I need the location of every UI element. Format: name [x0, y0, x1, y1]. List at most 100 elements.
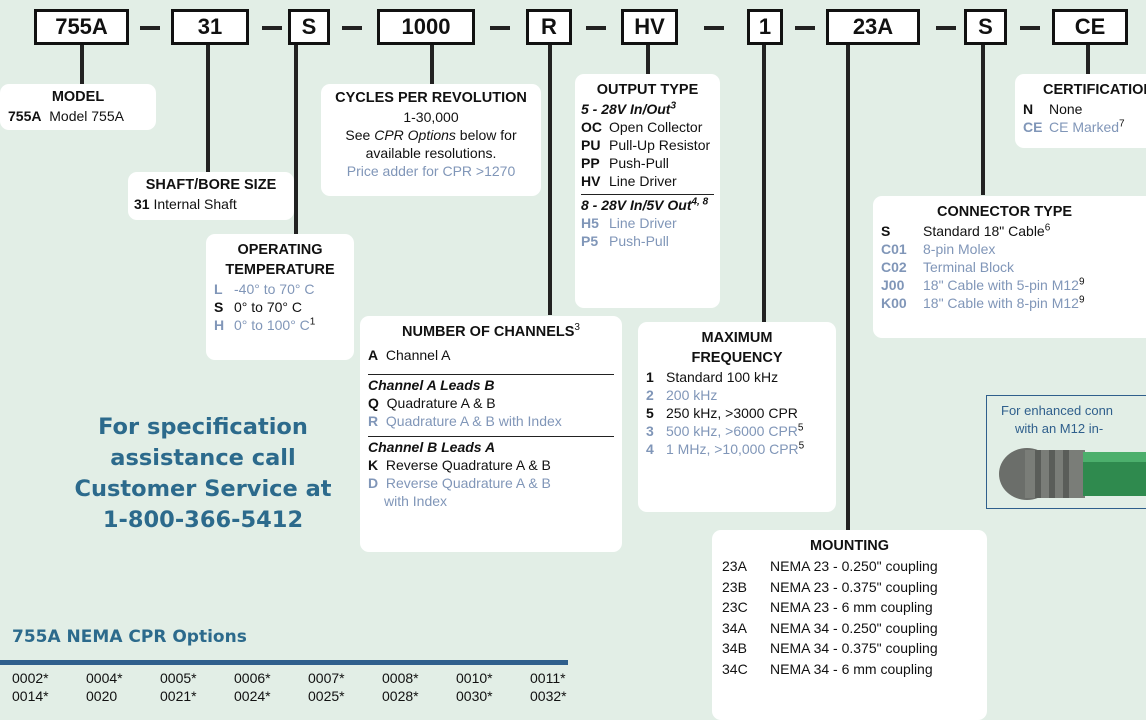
channel-option-cont: with Index — [384, 493, 448, 509]
channel-option: A Channel A — [368, 347, 451, 363]
cpr-box: CYCLES PER REVOLUTION 1-30,000 See CPR O… — [321, 84, 541, 196]
connector-line — [846, 45, 850, 532]
connector-line — [646, 45, 650, 75]
temperature-heading: OPERATING — [237, 242, 323, 258]
temperature-heading: TEMPERATURE — [225, 262, 335, 278]
model-box: MODEL 755A Model 755A — [0, 84, 156, 130]
shaft-text: Internal Shaft — [153, 196, 237, 212]
code-connector: S — [964, 9, 1007, 45]
output-subheading: 5 - 28V In/Out3 — [581, 100, 677, 117]
model-heading: MODEL — [51, 89, 105, 105]
channel-option: D Reverse Quadrature A & B — [368, 475, 551, 491]
output-heading: OUTPUT TYPE — [596, 82, 699, 98]
promo-text: For enhanced conn — [1001, 403, 1114, 418]
separator-dash — [342, 26, 362, 30]
cpr-see: See CPR Options below for — [345, 127, 517, 143]
channel-option: Q Quadrature A & B — [368, 395, 496, 411]
channels-heading: NUMBER OF CHANNELS3 — [402, 322, 580, 340]
code-channels: R — [526, 9, 572, 45]
cpr-heading: CYCLES PER REVOLUTION — [335, 90, 527, 106]
code-mounting: 23A — [826, 9, 920, 45]
code-frequency: 1 — [747, 9, 783, 45]
channel-option: R Quadrature A & B with Index — [368, 413, 562, 429]
code-shaft: 31 — [171, 9, 249, 45]
m12-promo: For enhanced conn with an M12 in- — [986, 395, 1146, 509]
promo-text: with an M12 in- — [1015, 421, 1104, 436]
mounting-heading: MOUNTING — [810, 538, 889, 554]
separator-dash — [1020, 26, 1040, 30]
separator-dash — [490, 26, 510, 30]
cpr-range: 1-30,000 — [403, 109, 459, 125]
model-code: 755A — [8, 108, 42, 124]
shaft-box: SHAFT/BORE SIZE 31 Internal Shaft — [128, 172, 294, 220]
connector-line — [294, 45, 298, 235]
separator-dash — [795, 26, 815, 30]
frequency-heading: MAXIMUM — [701, 330, 773, 346]
phone-number[interactable]: 1-800-366-5412 — [102, 507, 304, 533]
certification-heading: CERTIFICATION — [1043, 82, 1146, 98]
code-output: HV — [621, 9, 678, 45]
shaft-heading: SHAFT/BORE SIZE — [145, 177, 277, 193]
code-certification: CE — [1052, 9, 1128, 45]
customer-service-callout: For specification assistance call Custom… — [38, 412, 368, 536]
cpr-options-title: 755A NEMA CPR Options — [12, 627, 247, 647]
separator-dash — [586, 26, 606, 30]
cpr-options-row: 0002*0004*0005*0006*0007*0008*0010*0011* — [12, 670, 566, 686]
frequency-heading: FREQUENCY — [691, 350, 783, 366]
connector-line — [1086, 45, 1090, 75]
separator-dash — [936, 26, 956, 30]
cpr-available: available resolutions. — [365, 145, 497, 161]
title-underline — [0, 660, 568, 665]
channels-subheading: Channel B Leads A — [368, 439, 496, 455]
cpr-price-adder: Price adder for CPR >1270 — [346, 163, 516, 179]
connector-line — [762, 45, 766, 325]
channels-subheading: Channel A Leads B — [368, 377, 495, 393]
connector-line — [981, 45, 985, 195]
code-temperature: S — [288, 9, 330, 45]
code-cpr: 1000 — [377, 9, 475, 45]
temperature-option: L-40° to 70° C — [214, 281, 315, 297]
output-subheading: 8 - 28V In/5V Out4, 8 — [581, 196, 709, 213]
channel-option: K Reverse Quadrature A & B — [368, 457, 551, 473]
m12-connector-image — [999, 448, 1146, 500]
connector-line — [430, 45, 434, 85]
shaft-code: 31 — [134, 196, 150, 212]
channels-box: NUMBER OF CHANNELS3 A Channel A Channel … — [360, 316, 622, 552]
connector-line — [80, 45, 84, 85]
connector-heading: CONNECTOR TYPE — [937, 204, 1073, 220]
connector-line — [206, 45, 210, 173]
separator-dash — [140, 26, 160, 30]
connector-line — [548, 45, 552, 315]
